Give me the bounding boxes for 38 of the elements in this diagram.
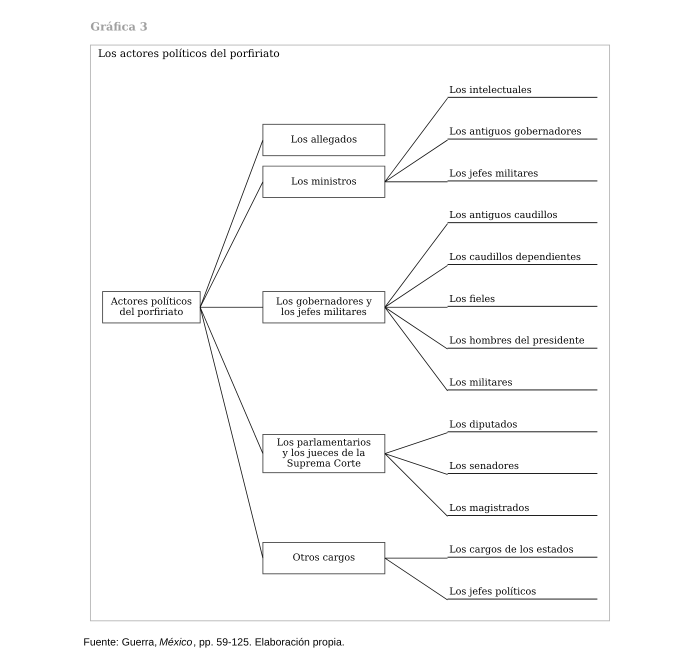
connector [384,181,448,182]
node-box: Otros cargos [262,542,385,574]
node-text: Los jefes políticos [448,586,536,598]
diagram-title: Gráfica 3 [90,20,148,34]
connector [384,432,448,454]
connector [199,306,263,454]
node-text: Los hombres del presidente [448,336,584,347]
connector [199,306,263,308]
node-text: Los fieles [448,294,495,305]
node-text: Los jefes militares [448,168,538,180]
node-text: Los diputados [448,419,517,430]
connector [384,98,448,182]
connector [384,265,448,308]
connector [384,453,448,475]
node-text: Los intelectuales [448,84,532,96]
connector [199,306,263,558]
node-box: Los parlamentarios y los jueces de la Suprema Corte [262,434,385,474]
connector [384,306,448,308]
connector [384,558,448,600]
node-box: Los allegados [262,124,385,156]
node-text: Los antiguos gobernadores [448,126,581,138]
connector [384,306,448,392]
connector [384,306,448,350]
node-box: Los gobernadores y los jefes militares [262,291,385,324]
node-text: Los caudillos dependientes [448,252,580,264]
node-text: Los cargos de los estados [448,544,574,556]
node-box: Los ministros [262,166,385,198]
connector [384,140,448,182]
connector [199,140,263,308]
node-text: Los militares [448,377,512,388]
caption: Fuente: Guerra, México, pp. 59-125. Elaboración propia. [82,638,344,649]
connector [384,453,448,517]
node-text: Los senadores [448,461,518,472]
connector [199,181,263,308]
node-text: Los magistrados [448,502,529,514]
connector [384,223,448,308]
node-box: Actores políticos del porfiriato [102,291,200,324]
node-text: Los antiguos caudillos [448,210,557,222]
